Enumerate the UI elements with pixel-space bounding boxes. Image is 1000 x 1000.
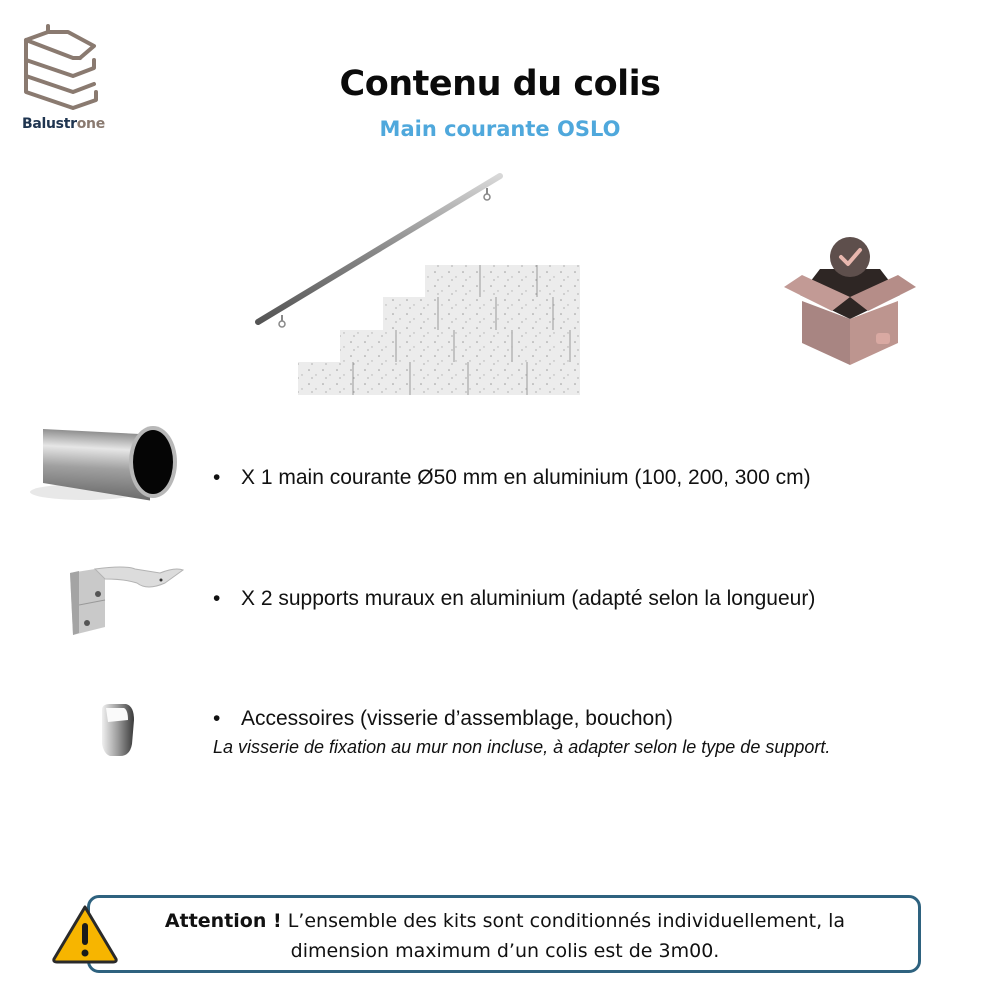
list-item: • X 2 supports muraux en aluminium (adapt… [213,587,815,611]
attention-label: Attention ! [164,910,282,932]
page-title: Contenu du colis [339,64,661,104]
warning-triangle-icon [50,903,120,965]
attention-message: Attention ! L’ensemble des kits sont con… [110,906,900,966]
fixing-note: La visserie de fixation au mur non inclu… [213,737,831,757]
end-cap-image [98,700,138,760]
list-item: • Accessoires (visserie d’assemblage, bou… [213,707,673,731]
attention-line2: dimension maximum d’un colis est de 3m00… [290,940,720,962]
brand-logo: Balustrone [18,20,118,132]
stacked-layers-logo-icon [24,24,98,110]
handrail-on-stairs-image [250,170,590,400]
page-subtitle: Main courante OSLO [379,117,621,141]
wall-bracket-image [65,565,185,640]
item-text: Accessoires (visserie d’assemblage, bouc… [241,707,673,730]
bullet: • [213,707,221,730]
bullet: • [213,587,221,610]
brand-name-part1: Balustr [22,116,77,132]
open-box-check-icon [782,235,918,370]
item-text: X 1 main courante Ø50 mm en aluminium (1… [241,466,811,489]
aluminium-tube-image [25,410,185,505]
item-text: X 2 supports muraux en aluminium (adapté… [241,587,816,610]
attention-line1: L’ensemble des kits sont conditionnés in… [281,910,846,932]
brand-name: Balustrone [22,116,105,132]
brand-name-part2: one [76,116,105,132]
list-item: • X 1 main courante Ø50 mm en aluminium (… [213,466,811,490]
bullet: • [213,466,221,489]
